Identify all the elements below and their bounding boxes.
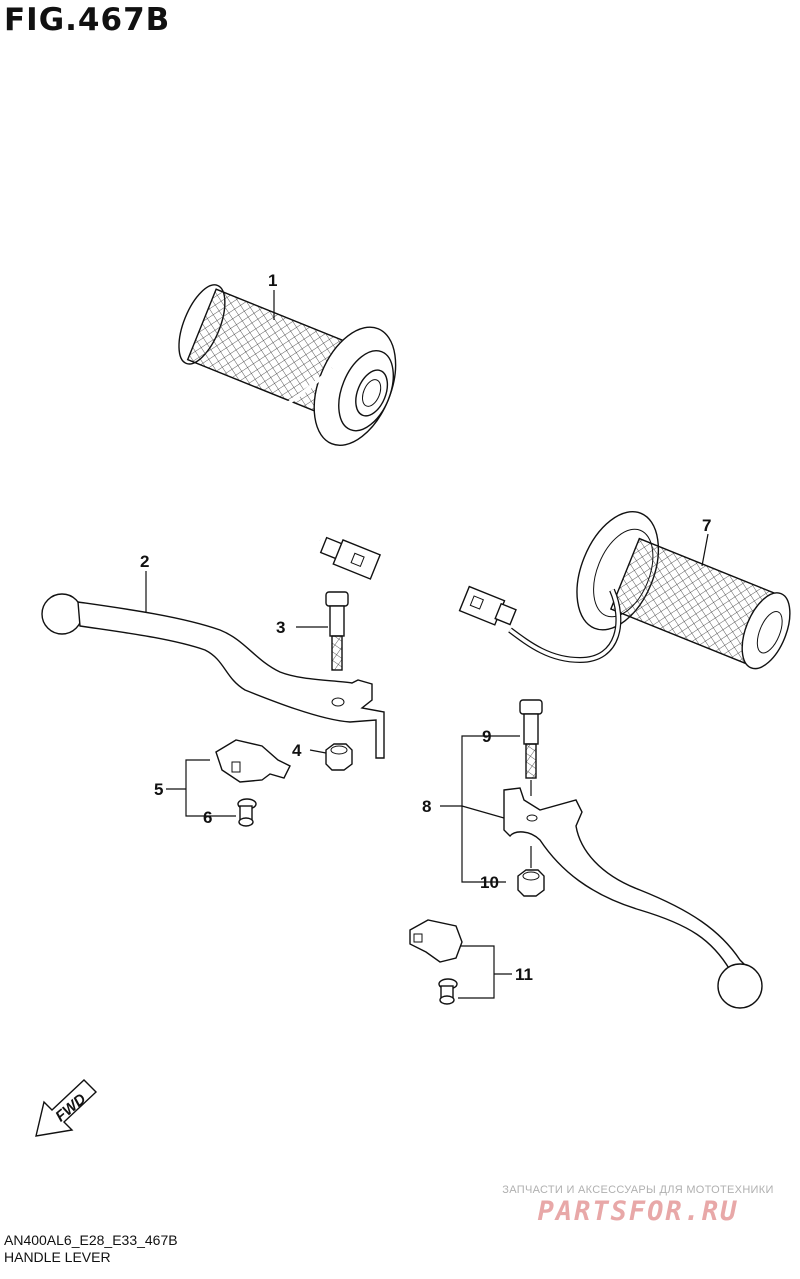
watermark: ЗАПЧАСТИ И АКСЕССУАРЫ ДЛЯ МОТОТЕХНИКИ PA…	[488, 1184, 788, 1228]
callout-8: 8	[422, 797, 431, 816]
callout-2: 2	[140, 552, 149, 571]
callout-4: 4	[292, 741, 302, 760]
callout-9: 9	[482, 727, 491, 746]
callout-6: 6	[203, 808, 212, 827]
screw-6	[237, 798, 257, 827]
right-grip	[458, 511, 791, 670]
callout-11: 11	[515, 965, 533, 984]
nut-4	[325, 743, 353, 771]
left-grip	[178, 284, 397, 580]
screw-11	[438, 978, 458, 1005]
fwd-arrow: FWD	[35, 1079, 98, 1137]
switch-5	[215, 739, 291, 783]
bolt-9	[519, 699, 543, 779]
callout-3: 3	[276, 618, 285, 637]
figure-code: AN400AL6_E28_E33_467B	[4, 1232, 178, 1248]
callout-10: 10	[480, 873, 499, 892]
callout-7: 7	[702, 516, 711, 535]
leader-11	[458, 945, 495, 999]
leader-8	[461, 735, 506, 883]
figure-title: FIG.467B	[4, 2, 171, 38]
switch-11	[409, 919, 463, 963]
leader-4	[309, 749, 327, 754]
leader-5	[185, 759, 236, 817]
watermark-tagline: ЗАПЧАСТИ И АКСЕССУАРЫ ДЛЯ МОТОТЕХНИКИ	[502, 1184, 774, 1196]
right-lever	[503, 787, 763, 1009]
callout-5: 5	[154, 780, 163, 799]
watermark-brand: PARTSFOR.RU	[537, 1196, 739, 1227]
left-lever	[41, 593, 385, 759]
leader-7	[701, 533, 709, 567]
figure-caption: AN400AL6_E28_E33_467B HANDLE LEVER	[4, 1232, 178, 1266]
figure-name: HANDLE LEVER	[4, 1249, 111, 1265]
bolt-3	[325, 591, 349, 671]
callout-1: 1	[268, 271, 277, 290]
nut-10	[517, 869, 545, 897]
